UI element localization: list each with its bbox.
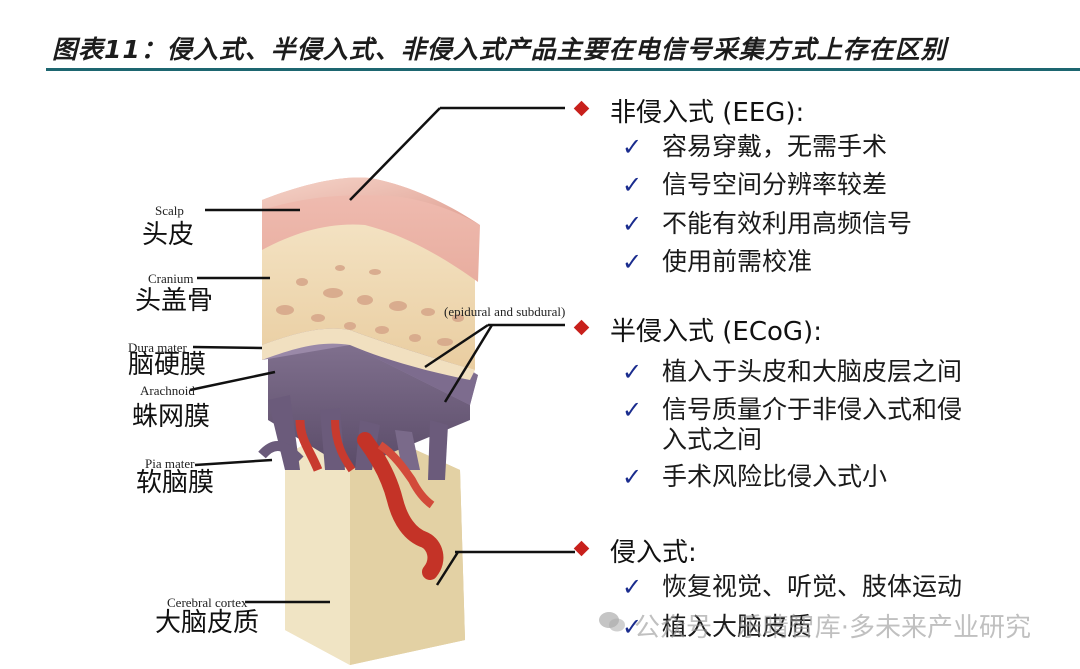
label-arachnoid-en: Arachnoid: [140, 383, 195, 398]
checkmark-icon: ✓: [622, 463, 643, 491]
cortex-block: [285, 420, 465, 665]
label-epidural: (epidural and subdural): [444, 304, 566, 319]
list-item: ✓恢复视觉、听觉、肢体运动: [622, 572, 963, 601]
list-item: ✓植入于头皮和大脑皮层之间: [622, 357, 963, 386]
list-item: ✓容易穿戴，无需手术: [622, 132, 888, 161]
wechat-icon: [599, 612, 625, 632]
list-item-continuation: 入式之间: [662, 425, 763, 454]
label-scalp-en: Scalp: [155, 203, 184, 218]
list-item: ✓植入大脑皮质: [622, 612, 813, 641]
label-pia-en: Pia mater: [145, 456, 195, 471]
list-item: ✓使用前需校准: [622, 247, 813, 276]
leader-lines: [189, 106, 575, 604]
section-heading-invasive: 侵入式:: [573, 532, 697, 569]
list-item: ✓信号空间分辨率较差: [622, 170, 888, 199]
section-heading-noninvasive: 非侵入式 (EEG):: [573, 92, 804, 129]
label-cortex-en: Cerebral cortex: [167, 595, 248, 610]
label-pia-zh: 软脑膜: [136, 468, 215, 498]
watermark-text: 公众号 · 乐晴智库·多未来产业研究: [634, 613, 1032, 643]
checkmark-icon: ✓: [622, 210, 643, 238]
checkmark-icon: ✓: [622, 171, 643, 199]
label-dura-en: Dura mater: [128, 340, 187, 355]
label-scalp-zh: 头皮: [142, 220, 195, 250]
checkmark-icon: ✓: [622, 133, 643, 161]
checkmark-icon: ✓: [622, 573, 643, 601]
label-dura-zh: 脑硬膜: [128, 350, 207, 380]
list-item: ✓信号质量介于非侵入式和侵: [622, 395, 963, 424]
title-rule: [46, 68, 1080, 71]
checkmark-icon: ✓: [622, 396, 643, 424]
figure-title: 图表11：侵入式、半侵入式、非侵入式产品主要在电信号采集方式上存在区别: [52, 35, 947, 64]
checkmark-icon: ✓: [622, 613, 643, 641]
section-heading-semi-invasive: 半侵入式 (ECoG):: [573, 311, 822, 348]
scalp-layer: [262, 177, 480, 282]
label-cranium-zh: 头盖骨: [135, 286, 214, 316]
checkmark-icon: ✓: [622, 248, 643, 276]
label-cortex-zh: 大脑皮质: [155, 608, 260, 638]
list-item: ✓手术风险比侵入式小: [622, 462, 888, 491]
label-cranium-en: Cranium: [148, 271, 194, 286]
list-item: ✓不能有效利用高频信号: [622, 209, 913, 238]
cranium-layer: [262, 215, 475, 380]
label-arachnoid-zh: 蛛网膜: [132, 402, 211, 432]
checkmark-icon: ✓: [622, 358, 643, 386]
